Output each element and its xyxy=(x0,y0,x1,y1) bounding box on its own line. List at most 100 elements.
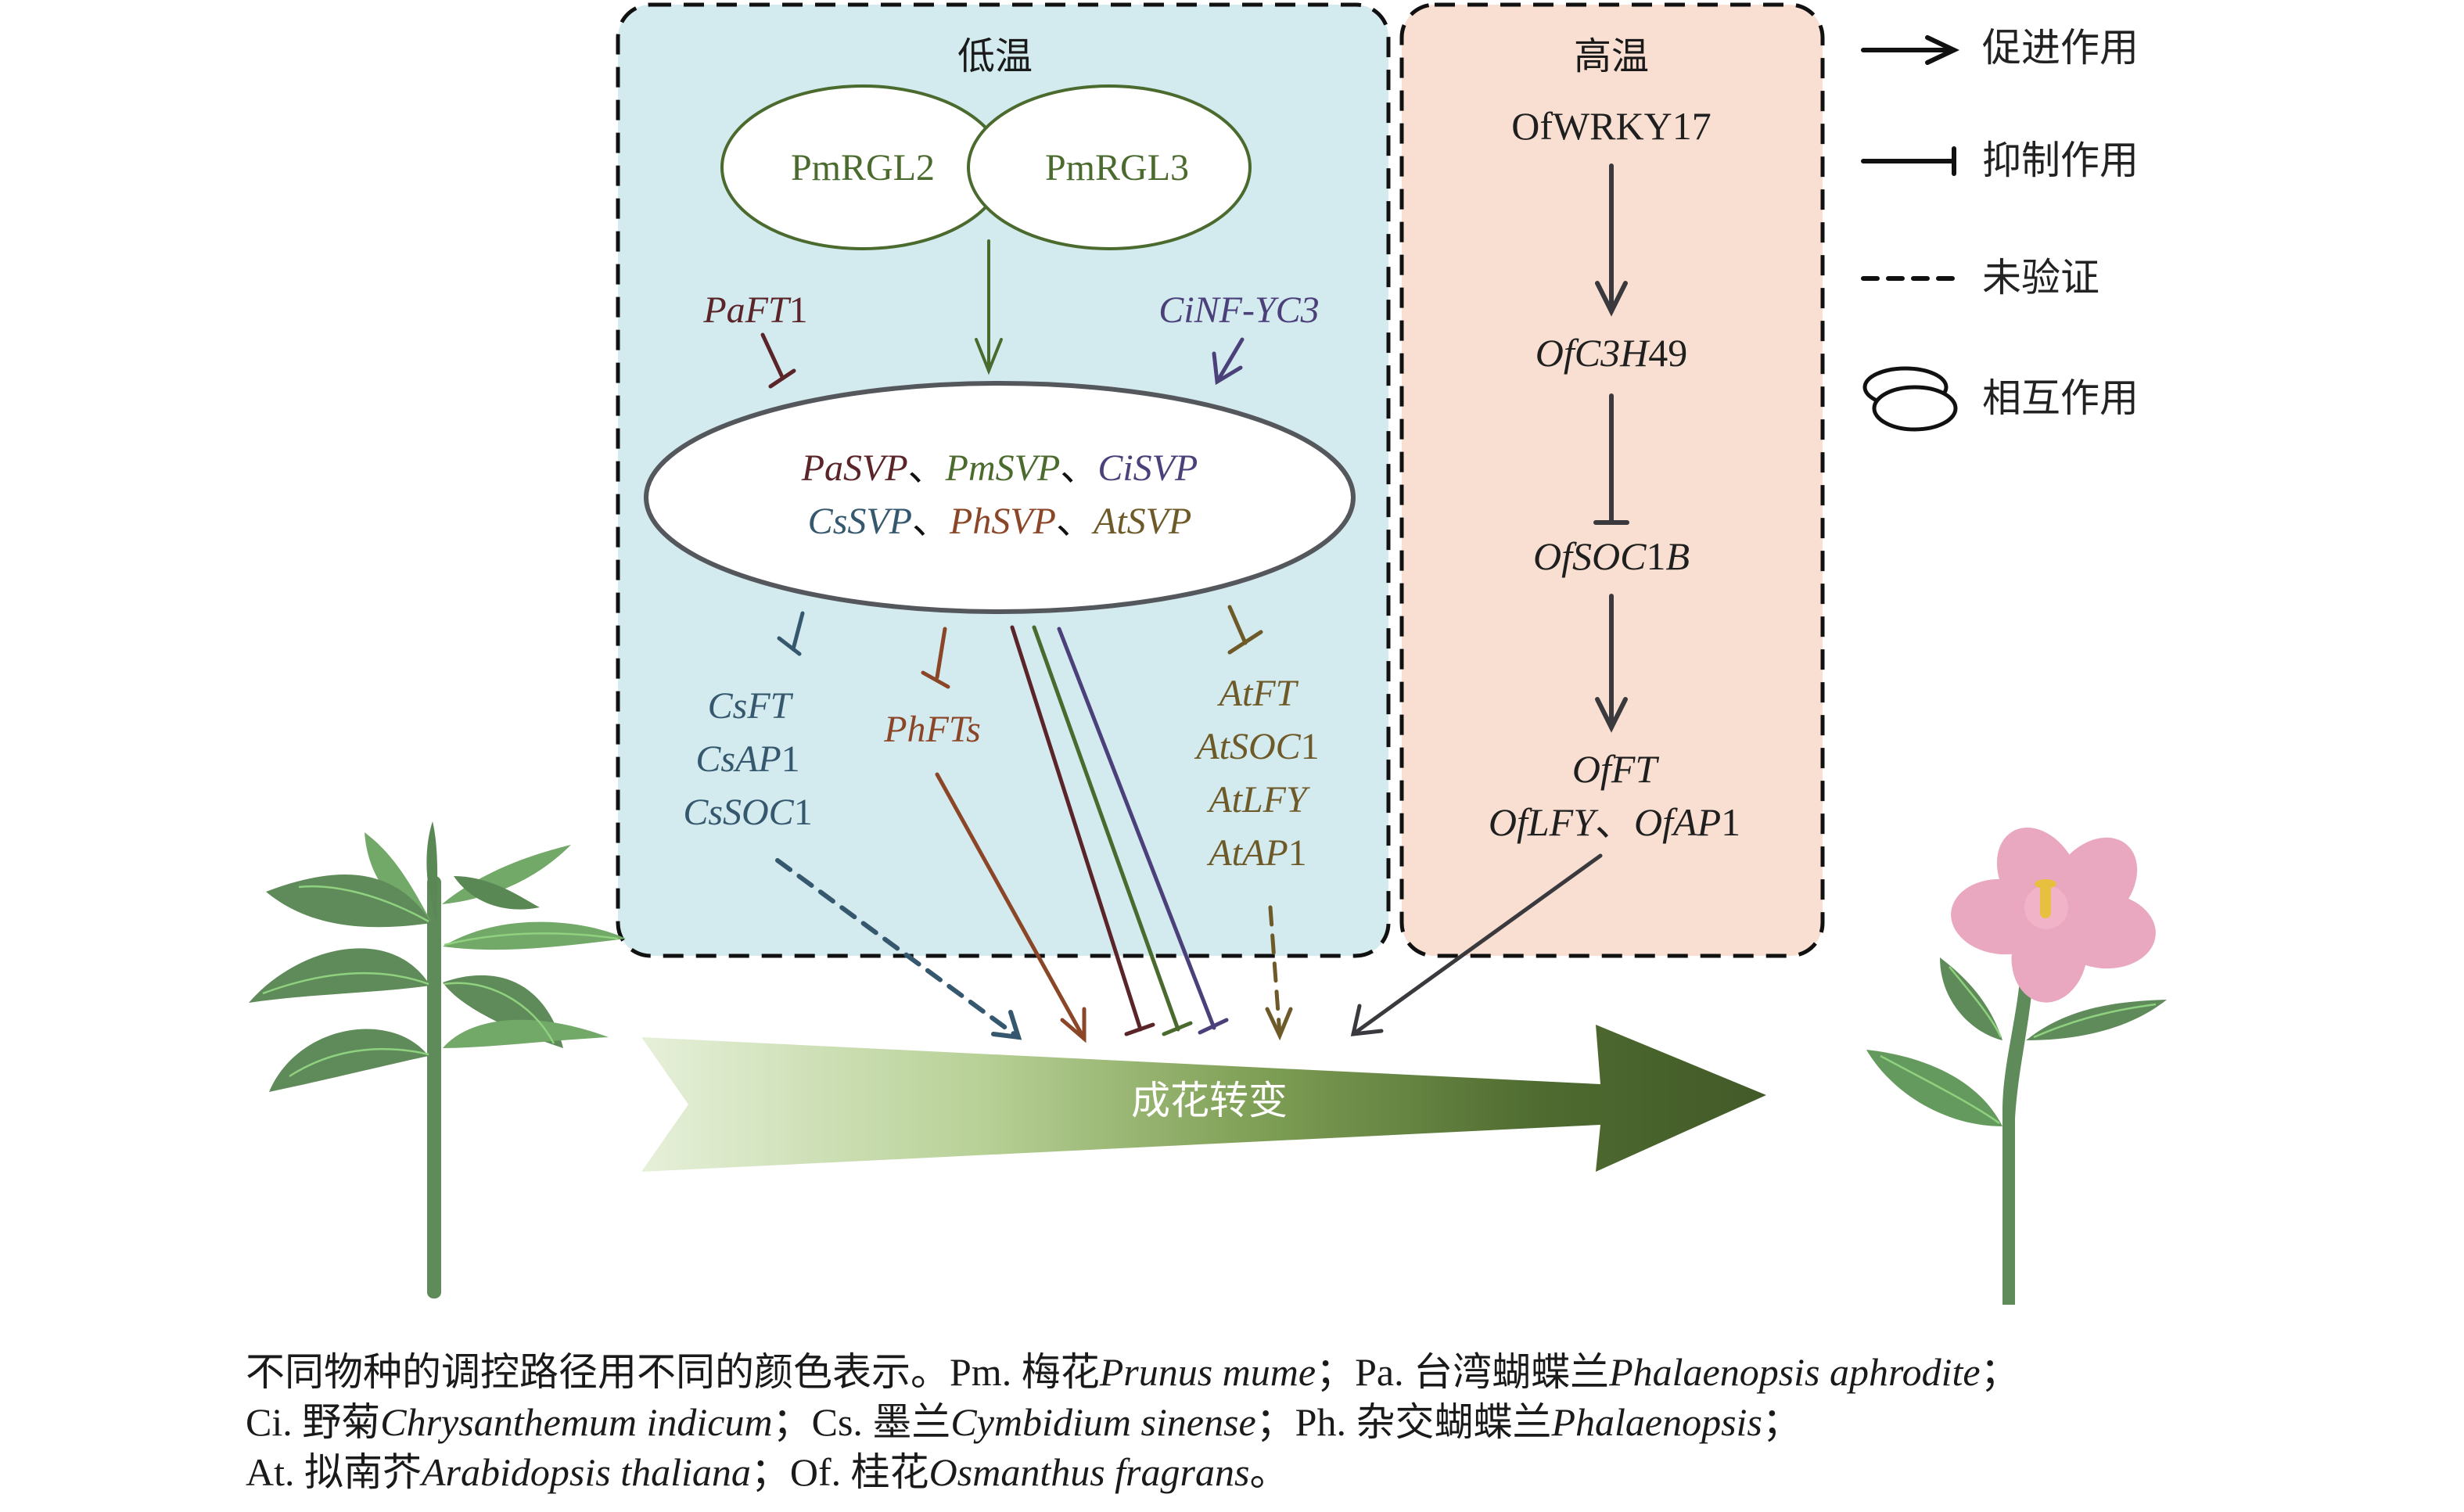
ofsoc1b-label: OfSOC1B xyxy=(1533,534,1690,578)
svp-gene-label: CiSVP xyxy=(1097,447,1198,489)
caption-cn: 台湾蝴蝶兰 xyxy=(1413,1350,1610,1394)
caption-sep: ； xyxy=(772,1400,812,1444)
caption-sci: Arabidopsis thaliana xyxy=(422,1450,751,1494)
edges-to-outcome xyxy=(775,625,1603,1043)
svp-gene-label: PhSVP xyxy=(949,501,1056,542)
caption-line-3: At. 拟南芥Arabidopsis thaliana；Of. 桂花Osmant… xyxy=(246,1447,2358,1497)
pa-inhibit-edge xyxy=(760,332,796,389)
caption-abbr: At. xyxy=(246,1450,295,1494)
caption-sep: ； xyxy=(1255,1400,1295,1444)
separator: 、 xyxy=(1060,447,1097,489)
ofwrky17-label: OfWRKY17 xyxy=(1511,104,1712,148)
cs-inhibit-edge xyxy=(777,611,805,656)
caption-sci: Prunus mume xyxy=(1099,1350,1316,1394)
caption-abbr: Ci. xyxy=(246,1400,293,1444)
pm-inhibit-long-edge xyxy=(1032,625,1193,1036)
cs-target-3: CsSOC1 xyxy=(683,792,812,833)
legend-label-interaction: 相互作用 xyxy=(1982,376,2139,420)
offt-label: OfFT xyxy=(1572,747,1660,791)
caption-abbr: Of. xyxy=(789,1450,842,1494)
caption-cn: 拟南芥 xyxy=(304,1450,422,1494)
ph-promote-edge xyxy=(935,772,1087,1043)
floral-transition-arrow: 成花转变 xyxy=(641,1025,1766,1172)
svp-node xyxy=(644,381,1356,614)
paft1-suffix: 1 xyxy=(789,289,808,331)
caption-sci: Chrysanthemum indicum xyxy=(380,1400,773,1444)
caption-sep: ； xyxy=(1980,1350,2020,1394)
caption-lead: 不同物种的调控路径用不同的颜色表示。 xyxy=(246,1350,950,1394)
ofc3h49-label: OfC3H49 xyxy=(1536,331,1687,375)
of-inhibit-edge xyxy=(1593,393,1629,525)
pmrgl3-node xyxy=(967,84,1252,250)
caption-abbr: Cs. xyxy=(811,1400,863,1444)
cs-target-1: CsFT xyxy=(708,685,794,727)
pm-promote-edge xyxy=(975,239,1003,375)
of-promote-edge-1 xyxy=(1595,163,1628,317)
low-temp-title: 低温 xyxy=(957,36,1033,77)
legend-label-unverified: 未验证 xyxy=(1982,256,2099,300)
high-temp-panel: 高温 OfWRKY17 OfC3H49 OfSOC1B OfFT OfLFY、O… xyxy=(1399,2,1825,958)
caption-sci: Phalaenopsis xyxy=(1551,1400,1762,1444)
interaction-ellipses-icon xyxy=(1862,366,1958,432)
floral-transition-arrow-shape xyxy=(641,1025,1766,1172)
pmrgl3-label: PmRGL3 xyxy=(1045,147,1189,189)
caption-cn: 墨兰 xyxy=(872,1400,951,1444)
separator: 、 xyxy=(1056,501,1094,542)
floral-transition-label: 成花转变 xyxy=(1131,1079,1288,1122)
svp-gene-label: PmSVP xyxy=(945,447,1061,489)
phfts-label: PhFTs xyxy=(883,709,981,750)
at-inhibit-edge xyxy=(1227,605,1263,655)
separator: 、 xyxy=(908,447,946,489)
svp-row-1: PaSVP、PmSVP、CiSVP xyxy=(801,447,1198,489)
ci-promote-edge xyxy=(1212,337,1245,386)
caption-sci: Cymbidium sinense xyxy=(950,1400,1256,1444)
svp-gene-label: AtSVP xyxy=(1091,501,1191,542)
svp-gene-label: CsSVP xyxy=(808,501,912,542)
at-dashed-promote-edge xyxy=(1265,905,1293,1041)
caption-cn: 野菊 xyxy=(302,1400,381,1444)
cinf-yc3-label: CiNF-YC3 xyxy=(1158,289,1319,331)
at-targets: AtFT AtSOC1 AtLFY AtAP1 xyxy=(1194,673,1319,874)
caption-cn: 杂交蝴蝶兰 xyxy=(1356,1400,1552,1444)
at-target-3: AtLFY xyxy=(1206,779,1310,821)
cs-targets: CsFT CsAP1 CsSOC1 xyxy=(683,685,812,833)
ci-inhibit-long-edge xyxy=(1057,627,1229,1035)
svp-row-2: CsSVP、PhSVP、AtSVP xyxy=(808,501,1192,542)
of-promote-edge-2 xyxy=(1595,594,1628,733)
pa-inhibit-long-edge xyxy=(1010,625,1155,1036)
vegetative-plant-illustration xyxy=(249,821,626,1298)
caption-sci: Phalaenopsis aphrodite xyxy=(1609,1350,1981,1394)
caption-abbr: Pm. xyxy=(950,1350,1012,1394)
at-target-4: AtAP1 xyxy=(1206,832,1306,874)
pmrgl2-label: PmRGL2 xyxy=(791,147,935,189)
low-temp-panel: 低温 PmRGL2 PmRGL3 PaFT1 CiNF-YC3 PaSVP、Pm… xyxy=(616,2,1391,958)
caption-sci: Osmanthus fragrans xyxy=(928,1450,1250,1494)
caption-line-2: Ci. 野菊Chrysanthemum indicum；Cs. 墨兰Cymbid… xyxy=(246,1397,2358,1447)
svp-gene-label: PaSVP xyxy=(801,447,908,489)
legend: 促进作用 抑制作用 未验证 相互作用 xyxy=(1861,26,2139,432)
paft1-label: PaFT1 xyxy=(702,289,807,331)
flowering-plant-illustration xyxy=(1866,828,2167,1305)
figure-caption: 不同物种的调控路径用不同的颜色表示。Pm. 梅花Prunus mume；Pa. … xyxy=(246,1347,2358,1497)
legend-label-promote: 促进作用 xyxy=(1982,26,2139,70)
separator: 、 xyxy=(912,501,950,542)
oflfy-ofap1-label: OfLFY、OfAP1 xyxy=(1489,800,1740,844)
pmrgl-interaction: PmRGL2 PmRGL3 xyxy=(720,84,1252,250)
caption-sep: 。 xyxy=(1249,1450,1289,1494)
caption-abbr: Ph. xyxy=(1295,1400,1346,1444)
cs-dashed-promote-edge xyxy=(775,858,1022,1040)
promote-arrow-icon xyxy=(1861,35,1960,65)
caption-line-1: 不同物种的调控路径用不同的颜色表示。Pm. 梅花Prunus mume；Pa. … xyxy=(246,1347,2358,1397)
paft1-prefix: PaFT xyxy=(702,289,792,331)
caption-cn: 梅花 xyxy=(1021,1350,1100,1394)
ph-inhibit-edge xyxy=(921,627,950,689)
legend-label-inhibit: 抑制作用 xyxy=(1982,138,2139,182)
high-temp-title: 高温 xyxy=(1574,36,1649,77)
inhibit-bar-icon xyxy=(1861,146,1956,176)
at-target-2: AtSOC1 xyxy=(1194,726,1319,767)
caption-sep: ； xyxy=(750,1450,790,1494)
at-target-1: AtFT xyxy=(1217,673,1299,714)
of-promote-long-edge xyxy=(1350,853,1603,1036)
caption-sep: ； xyxy=(1762,1400,1801,1444)
